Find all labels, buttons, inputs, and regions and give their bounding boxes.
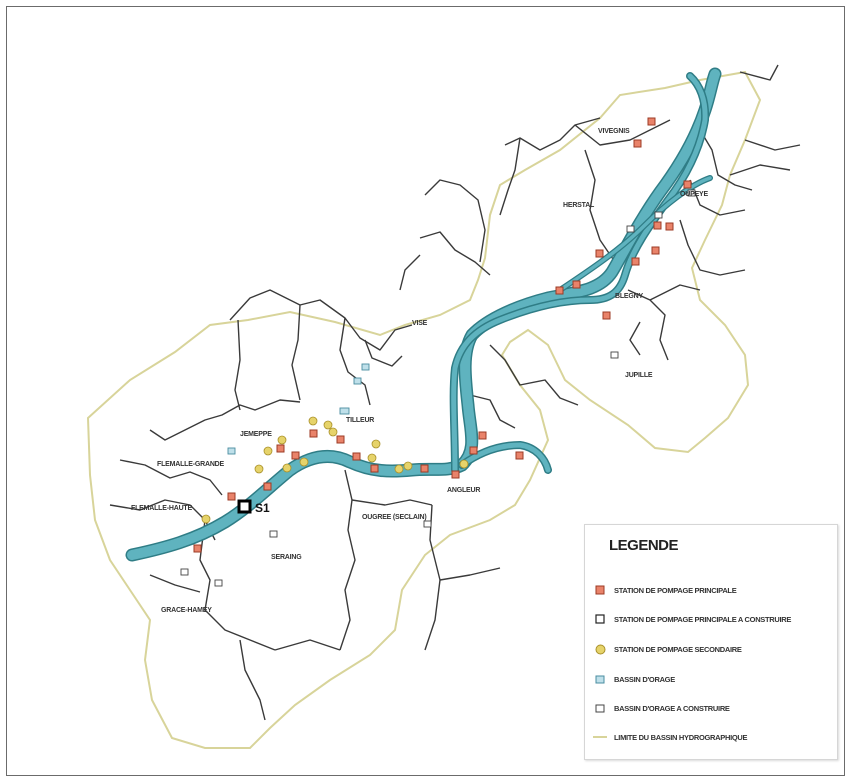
place-label: FLEMALLE-HAUTE	[131, 505, 193, 512]
limite-bassin-icon	[593, 730, 607, 744]
place-label: BLEGNY	[615, 293, 644, 300]
station-principale-a-construire-icon	[593, 612, 607, 626]
station-principale-marker	[555, 286, 564, 295]
bassin-orage-a-construire-icon	[593, 701, 607, 715]
station-principale-marker	[572, 280, 581, 289]
station-secondaire-marker	[323, 420, 333, 430]
station-secondaire-marker	[254, 464, 264, 474]
station-secondaire-marker	[263, 446, 273, 456]
bassin-orage-marker	[353, 377, 362, 385]
legend: LEGENDE STATION DE POMPAGE PRINCIPALE ST…	[584, 524, 838, 760]
station-secondaire-marker	[201, 514, 211, 524]
station-principale-marker	[653, 221, 662, 230]
station-principale-marker	[352, 452, 361, 461]
bassin-orage-a-construire-marker	[626, 225, 635, 233]
legend-item-label: STATION DE POMPAGE PRINCIPALE	[614, 585, 737, 595]
place-label: VISE	[412, 320, 428, 327]
legend-item: BASSIN D'ORAGE	[593, 672, 675, 686]
station-principale-marker	[291, 451, 300, 460]
bassin-orage-a-construire-marker	[610, 351, 619, 359]
bassins-orage-a-construire	[180, 189, 696, 587]
station-principale-marker	[515, 451, 524, 460]
bassins-orage	[227, 363, 370, 455]
station-secondaire-marker	[394, 464, 404, 474]
legend-item-label: LIMITE DU BASSIN HYDROGRAPHIQUE	[614, 732, 748, 742]
bassin-orage-marker	[339, 407, 350, 415]
s1-marker: S1	[237, 499, 270, 515]
station-principale-marker	[370, 464, 379, 473]
station-principale-icon	[593, 583, 607, 597]
stations-principales	[193, 117, 692, 553]
bassin-orage-a-construire-marker	[269, 530, 278, 538]
s1-label: S1	[255, 501, 270, 515]
station-secondaire-marker	[328, 427, 338, 437]
place-label: ANGLEUR	[447, 487, 480, 494]
river-meuse	[125, 67, 722, 562]
station-secondaire-icon	[593, 642, 607, 656]
legend-title: LEGENDE	[609, 537, 679, 554]
station-secondaire-marker	[367, 453, 377, 463]
station-principale-marker	[193, 544, 202, 553]
place-label: VIVEGNIS	[598, 128, 630, 135]
station-principale-marker	[469, 446, 478, 455]
legend-item: BASSIN D'ORAGE A CONSTRUIRE	[593, 701, 730, 715]
station-principale-marker	[309, 429, 318, 438]
station-principale-marker	[683, 180, 692, 189]
station-principale-marker	[420, 464, 429, 473]
bassin-orage-a-construire-marker	[687, 189, 696, 197]
bassin-orage-marker	[361, 363, 370, 371]
legend-item: STATION DE POMPAGE PRINCIPALE	[593, 583, 737, 597]
bassin-orage-a-construire-marker	[214, 579, 223, 587]
place-label: SERAING	[271, 554, 302, 561]
watershed-boundary	[86, 70, 762, 749]
place-label: FLEMALLE-GRANDE	[157, 461, 225, 468]
bassin-orage-marker	[227, 447, 236, 455]
legend-item-label: STATION DE POMPAGE PRINCIPALE A CONSTRUI…	[614, 614, 792, 624]
station-principale-marker	[602, 311, 611, 320]
station-principale-marker	[595, 249, 604, 258]
place-label: OUGREE (SECLAIN)	[362, 514, 426, 521]
legend-item-label: BASSIN D'ORAGE	[614, 674, 675, 684]
station-principale-marker	[665, 222, 674, 231]
station-secondaire-marker	[282, 463, 292, 473]
bassin-orage-a-construire-marker	[423, 520, 432, 528]
station-principale-marker	[647, 117, 656, 126]
station-secondaire-marker	[371, 439, 381, 449]
place-label: OUPEYE	[680, 191, 709, 198]
bassin-orage-a-construire-marker	[180, 568, 189, 576]
station-principale-marker	[227, 492, 236, 501]
bassin-orage-a-construire-marker	[654, 211, 663, 219]
legend-item: STATION DE POMPAGE PRINCIPALE A CONSTRUI…	[593, 612, 791, 626]
place-label: JUPILLE	[625, 372, 653, 379]
legend-item: LIMITE DU BASSIN HYDROGRAPHIQUE	[593, 730, 748, 744]
legend-item-label: BASSIN D'ORAGE A CONSTRUIRE	[614, 703, 730, 713]
station-secondaire-marker	[459, 459, 469, 469]
station-principale-marker	[478, 431, 487, 440]
station-principale-marker	[276, 444, 285, 453]
place-label: TILLEUR	[346, 417, 374, 424]
place-label: HERSTAL	[563, 202, 595, 209]
stations-secondaires	[201, 416, 469, 524]
place-label: GRACE-HAMEY	[161, 607, 212, 614]
place-label: JEMEPPE	[240, 431, 272, 438]
station-secondaire-marker	[299, 457, 309, 467]
bassin-orage-icon	[593, 672, 607, 686]
station-principale-marker	[336, 435, 345, 444]
station-secondaire-marker	[308, 416, 318, 426]
place-labels: VIVEGNIS HERSTAL OUPEYE VISE BLEGNY JEME…	[131, 128, 709, 614]
municipal-boundaries	[109, 64, 801, 721]
station-principale-marker	[633, 139, 642, 148]
station-principale-marker	[451, 470, 460, 479]
legend-item-label: STATION DE POMPAGE SECONDAIRE	[614, 644, 742, 654]
station-principale-marker	[631, 257, 640, 266]
station-principale-marker	[263, 482, 272, 491]
station-secondaire-marker	[403, 461, 413, 471]
station-principale-marker	[651, 246, 660, 255]
legend-item: STATION DE POMPAGE SECONDAIRE	[593, 642, 742, 656]
station-secondaire-marker	[277, 435, 287, 445]
